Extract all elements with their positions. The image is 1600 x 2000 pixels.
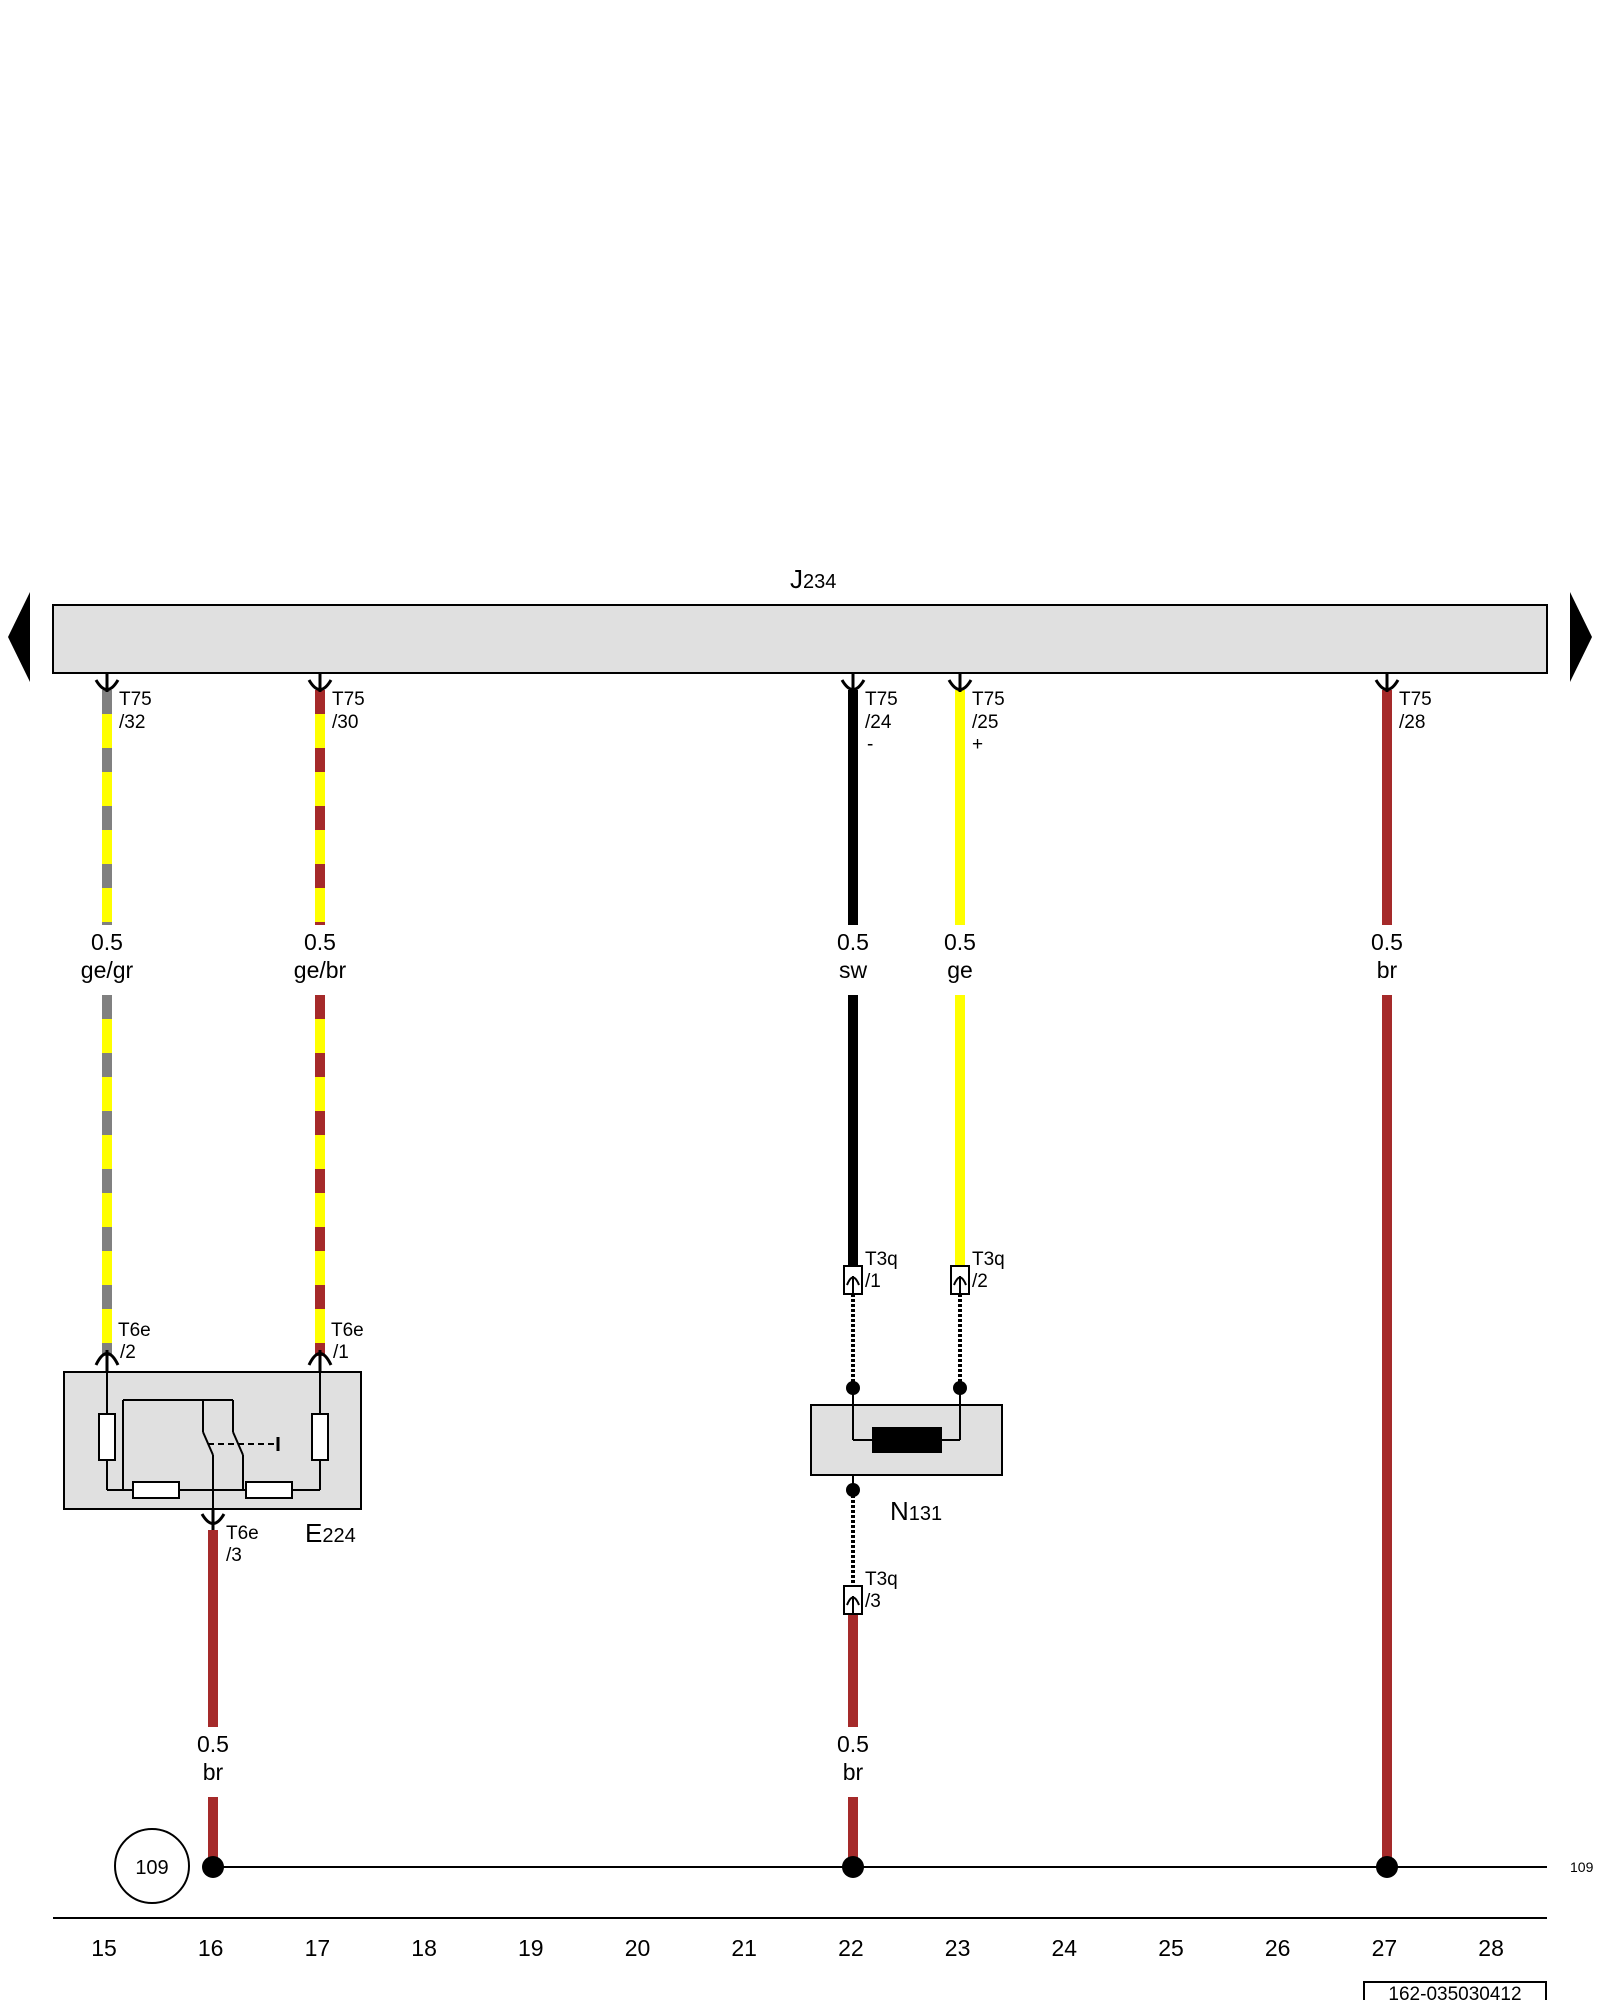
hook-t75-30: [307, 673, 333, 692]
column-number-27: 27: [1372, 1935, 1398, 1961]
ground-point-circle: [114, 1828, 190, 1904]
column-number-24: 24: [1052, 1935, 1078, 1961]
ground-continuation-label: 109: [1570, 1859, 1594, 1875]
column-number-19: 19: [518, 1935, 544, 1961]
label-t6e-1: T6e/1: [331, 1320, 364, 1363]
label-t3q-2: T3q/2: [972, 1249, 1005, 1292]
column-number-21: 21: [731, 1935, 757, 1961]
column-number-17: 17: [305, 1935, 331, 1961]
component-e224-label: E224: [305, 1518, 356, 1548]
component-e224-internal: [98, 1372, 329, 1509]
ground-point-number: 109: [135, 1857, 168, 1879]
component-n131-internal: [852, 1388, 961, 1490]
column-number-23: 23: [945, 1935, 971, 1961]
label-t3q-3: T3q/3: [865, 1569, 898, 1612]
next-page-arrow[interactable]: [1570, 592, 1592, 682]
label-t6e-2: T6e/2: [118, 1320, 151, 1363]
hook-t75-24: [840, 673, 866, 692]
connector-t3q-2: [950, 1265, 970, 1295]
hook-t75-32: [94, 673, 120, 692]
column-number-15: 15: [91, 1935, 117, 1961]
control-unit-j234-box: [52, 604, 1548, 674]
hook-t75-25: [947, 673, 973, 692]
ground-node-27: [1376, 1856, 1398, 1878]
component-n131-label: N131: [890, 1496, 942, 1526]
ground-node-22: [842, 1856, 864, 1878]
hook-t6e-1: [307, 1350, 333, 1372]
column-number-26: 26: [1265, 1935, 1291, 1961]
hook-t6e-3: [200, 1509, 226, 1530]
column-number-16: 16: [198, 1935, 224, 1961]
column-number-28: 28: [1478, 1935, 1504, 1961]
column-number-20: 20: [625, 1935, 651, 1961]
label-t75-24: T75/24-: [865, 689, 898, 755]
column-number-18: 18: [411, 1935, 437, 1961]
label-t75-28: T75/28: [1399, 689, 1432, 733]
hook-t75-28: [1374, 673, 1400, 692]
label-t75-30: T75/30: [332, 689, 365, 733]
connector-t3q-3: [843, 1585, 863, 1615]
connector-t3q-1: [843, 1265, 863, 1295]
control-unit-j234-label: J234: [790, 564, 836, 594]
label-t6e-3: T6e/3: [226, 1523, 259, 1566]
ground-node-16: [202, 1856, 224, 1878]
prev-page-arrow[interactable]: [8, 592, 30, 682]
page-code: 162-035030412: [1388, 1984, 1521, 2000]
column-number-25: 25: [1158, 1935, 1184, 1961]
label-t3q-1: T3q/1: [865, 1249, 898, 1292]
label-t75-25: T75/25+: [972, 689, 1005, 755]
page-code-box: [1363, 1981, 1547, 2000]
column-number-22: 22: [838, 1935, 864, 1961]
label-t75-32: T75/32: [119, 689, 152, 733]
column-numbers: 15 16 17 18 19 20 21 22 23 24 25 26 27 28: [91, 1935, 1504, 1961]
hook-t6e-2: [94, 1350, 120, 1372]
